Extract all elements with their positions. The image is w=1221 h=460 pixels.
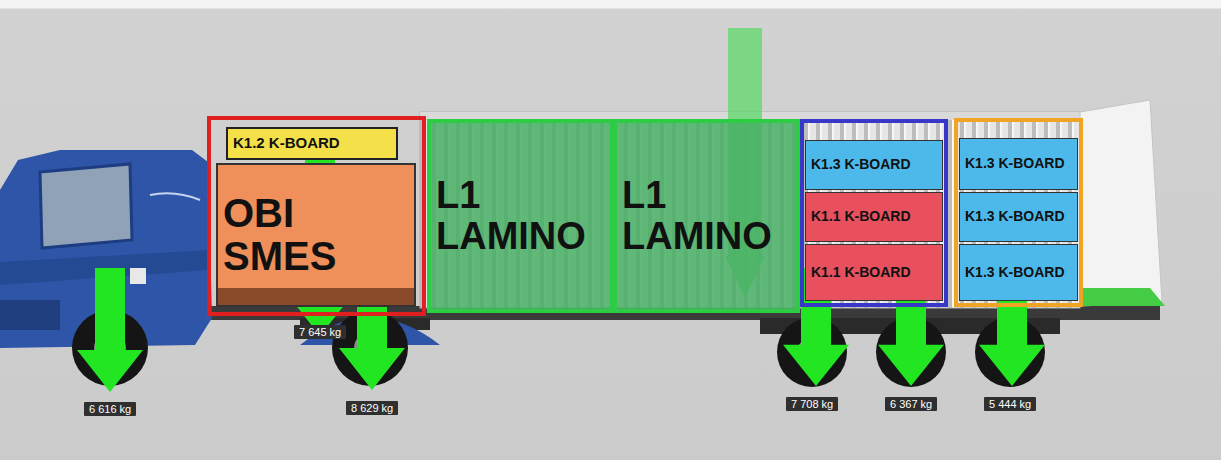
- load-arrow: [77, 268, 143, 392]
- cargo-group: K1.3 K-BOARD K1.3 K-BOARD K1.3 K-BOARD: [954, 118, 1083, 307]
- cargo-label: K1.3 K-BOARD: [811, 157, 911, 172]
- cab-emblem: [130, 268, 146, 284]
- cargo-box: K1.3 K-BOARD: [959, 244, 1078, 301]
- cargo-box: K1.3 K-BOARD: [959, 192, 1078, 242]
- axle-weight-label: 6 616 kg: [84, 402, 136, 416]
- cargo-label: L1 LAMINO: [622, 175, 791, 257]
- cargo-group: K1.2 K-BOARD OBI SMES: [207, 116, 426, 316]
- cargo-label: L1 LAMINO: [436, 175, 605, 257]
- cargo-label: K1.1 K-BOARD: [811, 209, 911, 224]
- cargo-box: OBI SMES: [216, 163, 416, 307]
- cargo-label: K1.2 K-BOARD: [233, 135, 340, 151]
- axle-weight-label: 7 708 kg: [786, 397, 838, 411]
- cargo-label: K1.3 K-BOARD: [965, 265, 1065, 280]
- cargo-label: K1.1 K-BOARD: [811, 265, 911, 280]
- container-floor: [1082, 288, 1165, 306]
- cab-logo: [150, 193, 200, 200]
- cargo-label: K1.3 K-BOARD: [965, 156, 1065, 171]
- cargo-box: K1.1 K-BOARD: [805, 192, 943, 242]
- cab-bumper: [0, 300, 60, 330]
- container-door: [1080, 100, 1162, 306]
- cargo-box: L1 LAMINO: [613, 119, 800, 313]
- cargo-box: K1.1 K-BOARD: [805, 244, 943, 301]
- cargo-label: OBI SMES: [223, 192, 353, 278]
- cargo-box: K1.2 K-BOARD: [226, 127, 398, 160]
- cargo-label: K1.3 K-BOARD: [965, 209, 1065, 224]
- cab-window: [40, 164, 132, 248]
- cargo-group: K1.3 K-BOARD K1.1 K-BOARD K1.1 K-BOARD: [800, 119, 948, 307]
- axle-weight-label: 8 629 kg: [346, 401, 398, 415]
- cargo-box: L1 LAMINO: [427, 119, 614, 313]
- axle-weight-label: 5 444 kg: [984, 397, 1036, 411]
- axle-weight-label: 6 367 kg: [885, 397, 937, 411]
- cargo-box: K1.3 K-BOARD: [959, 138, 1078, 190]
- cargo-box: K1.3 K-BOARD: [805, 140, 943, 190]
- axle-weight-label: 7 645 kg: [294, 325, 346, 339]
